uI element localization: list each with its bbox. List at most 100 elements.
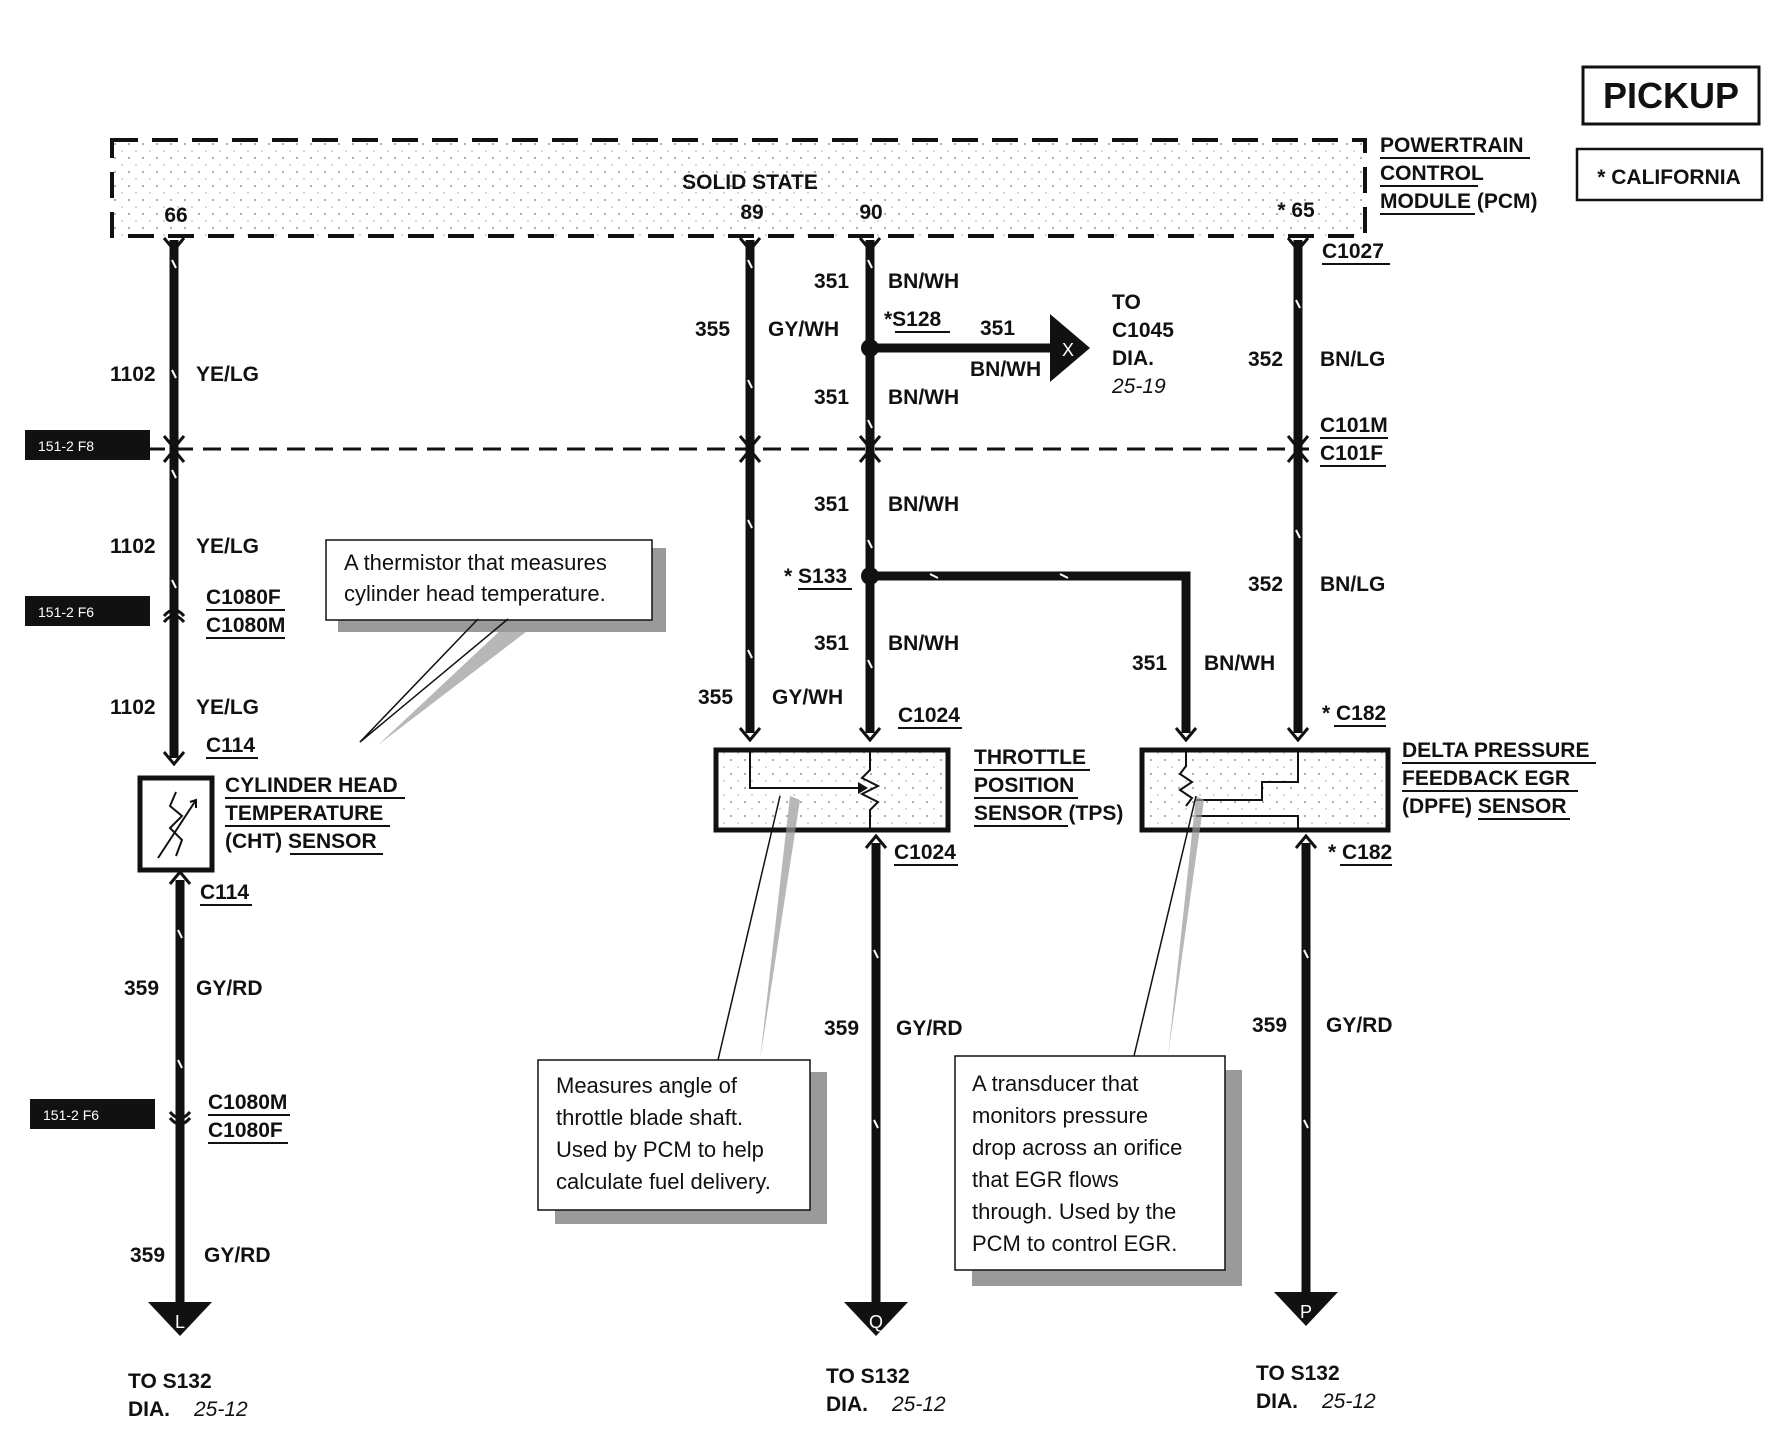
page-ref-2[interactable]: 151-2 F6 — [25, 596, 150, 626]
svg-text:C1024: C1024 — [898, 704, 960, 727]
svg-text:C1027: C1027 — [1322, 240, 1384, 263]
connector-marks — [162, 237, 1318, 1126]
svg-text:BN/WH: BN/WH — [888, 386, 959, 409]
svg-text:C114: C114 — [200, 881, 249, 904]
pickup-title-box: PICKUP — [1581, 65, 1761, 126]
svg-text:that EGR flows: that EGR flows — [972, 1167, 1119, 1192]
wires — [169, 240, 1311, 1305]
svg-text:A thermistor that measures: A thermistor that measures — [344, 550, 607, 575]
splice-s128-label: *S128 — [884, 308, 942, 331]
pcm-name-line-1: POWERTRAIN — [1380, 134, 1524, 157]
svg-text:355: 355 — [695, 318, 730, 341]
svg-text:* C182: * C182 — [1322, 702, 1386, 725]
wire-351-branch-dpfe — [870, 571, 1191, 733]
pcm-label: POWERTRAIN CONTROL MODULE (PCM) — [1380, 134, 1537, 215]
svg-text:GY/WH: GY/WH — [772, 686, 843, 709]
svg-text:YE/LG: YE/LG — [196, 696, 259, 719]
destination-p: P TO S132 DIA. 25-12 — [1256, 1292, 1376, 1413]
svg-text:1102: 1102 — [110, 535, 156, 558]
california-note: * CALIFORNIA — [1597, 166, 1741, 189]
dpfe-sensor: * C182 * C182 DELTA PRESSURE FEEDBACK EG… — [1139, 702, 1596, 866]
svg-text:FEEDBACK EGR: FEEDBACK EGR — [1402, 767, 1570, 790]
svg-text:BN/WH: BN/WH — [888, 493, 959, 516]
svg-text:TEMPERATURE: TEMPERATURE — [225, 802, 383, 825]
page-ref-1[interactable]: 151-2 F8 — [25, 430, 150, 460]
svg-text:25-12: 25-12 — [193, 1398, 248, 1421]
svg-text:throttle blade shaft.: throttle blade shaft. — [556, 1105, 743, 1130]
svg-text:351: 351 — [814, 270, 849, 293]
svg-text:151-2 F8: 151-2 F8 — [38, 438, 94, 454]
svg-text:C1080F: C1080F — [206, 586, 281, 609]
svg-text:359: 359 — [124, 977, 159, 1000]
svg-text:YE/LG: YE/LG — [196, 535, 259, 558]
svg-text:25-12: 25-12 — [1321, 1390, 1376, 1413]
svg-text:GY/RD: GY/RD — [1326, 1014, 1393, 1037]
svg-text:GY/RD: GY/RD — [196, 977, 263, 1000]
svg-text:A transducer that: A transducer that — [972, 1071, 1138, 1096]
svg-text:DIA.: DIA. — [826, 1393, 868, 1416]
pickup-title: PICKUP — [1603, 75, 1739, 116]
svg-text:BN/LG: BN/LG — [1320, 348, 1385, 371]
svg-text:355: 355 — [698, 686, 733, 709]
svg-text:151-2 F6: 151-2 F6 — [38, 604, 94, 620]
callout-tps: Measures angle of throttle blade shaft. … — [537, 795, 827, 1224]
svg-text:PCM to control EGR.: PCM to control EGR. — [972, 1231, 1177, 1256]
pcm-pin-65: * 65 — [1277, 199, 1315, 222]
svg-text:(DPFE) SENSOR: (DPFE) SENSOR — [1402, 795, 1567, 818]
svg-text:Used by PCM to help: Used by PCM to help — [556, 1137, 764, 1162]
offpage-letter-x: X — [1062, 340, 1074, 360]
svg-text:BN/WH: BN/WH — [888, 632, 959, 655]
offpage-x-label: TO C1045 DIA. 25-19 — [1111, 291, 1174, 398]
svg-text:TO: TO — [1112, 291, 1141, 314]
destination-l: L TO S132 DIA. 25-12 — [128, 1302, 248, 1421]
svg-text:BN/LG: BN/LG — [1320, 573, 1385, 596]
svg-text:Measures angle of: Measures angle of — [556, 1073, 738, 1098]
page-ref-3[interactable]: 151-2 F6 — [30, 1099, 155, 1129]
svg-text:YE/LG: YE/LG — [196, 363, 259, 386]
svg-text:DIA.: DIA. — [1256, 1390, 1298, 1413]
svg-text:GY/RD: GY/RD — [896, 1017, 963, 1040]
svg-text:C1045: C1045 — [1112, 319, 1174, 342]
svg-text:359: 359 — [1252, 1014, 1287, 1037]
svg-text:151-2 F6: 151-2 F6 — [43, 1107, 99, 1123]
destination-q: Q TO S132 DIA. 25-12 — [826, 1302, 946, 1416]
svg-text:351: 351 — [814, 386, 849, 409]
svg-text:352: 352 — [1248, 573, 1283, 596]
pcm-pin-66: 66 — [164, 204, 187, 227]
svg-text:25-19: 25-19 — [1111, 375, 1166, 398]
tps-sensor: C1024 C1024 THROTTLE POSITION SENSOR (TP… — [713, 704, 1123, 866]
svg-text:cylinder head temperature.: cylinder head temperature. — [344, 581, 606, 606]
svg-text:Q: Q — [869, 1312, 883, 1332]
svg-text:THROTTLE: THROTTLE — [974, 746, 1086, 769]
svg-text:C101M: C101M — [1320, 414, 1388, 437]
cht-sensor: CYLINDER HEAD TEMPERATURE (CHT) SENSOR — [137, 774, 405, 873]
pcm-pin-89: 89 — [740, 201, 763, 224]
svg-text:monitors pressure: monitors pressure — [972, 1103, 1148, 1128]
svg-text:351: 351 — [814, 493, 849, 516]
svg-text:DIA.: DIA. — [128, 1398, 170, 1421]
svg-text:1102: 1102 — [110, 696, 156, 719]
svg-text:359: 359 — [824, 1017, 859, 1040]
splice-s133-dot — [861, 567, 879, 585]
pcm-module: SOLID STATE 66 89 90 * 65 — [110, 138, 1367, 238]
svg-text:GY/RD: GY/RD — [204, 1244, 271, 1267]
svg-text:C1024: C1024 — [894, 841, 956, 864]
svg-text:C1080M: C1080M — [208, 1091, 287, 1114]
splice-s133-label: * S133 — [784, 565, 847, 588]
svg-text:TO S132: TO S132 — [826, 1365, 910, 1388]
svg-text:BN/WH: BN/WH — [1204, 652, 1275, 675]
svg-text:25-12: 25-12 — [891, 1393, 946, 1416]
svg-text:CYLINDER HEAD: CYLINDER HEAD — [225, 774, 398, 797]
svg-text:351: 351 — [814, 632, 849, 655]
svg-text:calculate fuel delivery.: calculate fuel delivery. — [556, 1169, 771, 1194]
pcm-name-line-3: MODULE (PCM) — [1380, 190, 1537, 213]
svg-text:C1080F: C1080F — [208, 1119, 283, 1142]
svg-text:DELTA PRESSURE: DELTA PRESSURE — [1402, 739, 1589, 762]
svg-text:drop across an orifice: drop across an orifice — [972, 1135, 1182, 1160]
svg-text:TO S132: TO S132 — [1256, 1362, 1340, 1385]
callout-dpfe: A transducer that monitors pressure drop… — [954, 795, 1242, 1286]
splice-s128-dot — [861, 339, 879, 357]
svg-text:C101F: C101F — [1320, 442, 1383, 465]
svg-text:C1080M: C1080M — [206, 614, 285, 637]
